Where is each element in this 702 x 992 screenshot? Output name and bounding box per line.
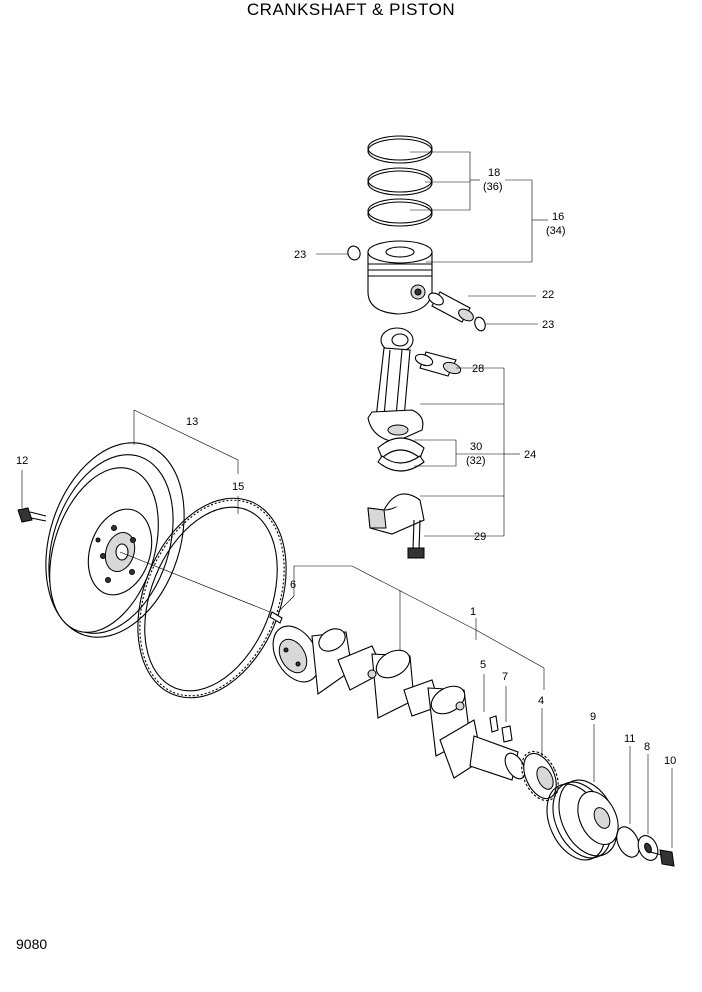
callout-13: 13 xyxy=(186,416,198,428)
crankshaft xyxy=(272,625,526,781)
callout-23-left: 23 xyxy=(294,249,306,261)
pulley-bolt xyxy=(649,849,675,867)
callout-6: 6 xyxy=(290,579,296,591)
rod-cap xyxy=(367,493,425,535)
crank-pulley xyxy=(546,779,619,861)
diagram-title: CRANKSHAFT & PISTON xyxy=(246,0,456,19)
circlip-left xyxy=(347,245,361,261)
callout-24: 24 xyxy=(524,449,536,461)
callout-8: 8 xyxy=(644,741,650,753)
callout-18: 18 xyxy=(488,167,500,179)
callout-9: 9 xyxy=(590,711,596,723)
leader-lines xyxy=(21,151,673,848)
callout-7: 7 xyxy=(502,671,508,683)
circlip-right xyxy=(474,316,486,332)
crank-key xyxy=(489,715,499,733)
ring-gear xyxy=(137,497,287,699)
bearing-shells xyxy=(377,437,425,472)
callout-18-alt: (36) xyxy=(483,181,503,193)
flywheel-bolt xyxy=(17,507,47,523)
callout-23-right: 23 xyxy=(542,319,554,331)
callout-15: 15 xyxy=(232,481,244,493)
callout-29: 29 xyxy=(474,531,486,543)
callout-12: 12 xyxy=(16,455,28,467)
callout-5: 5 xyxy=(480,659,486,671)
piston-pin xyxy=(428,291,474,323)
crank-key-2 xyxy=(501,725,513,743)
callout-4: 4 xyxy=(538,695,544,707)
callout-28: 28 xyxy=(472,363,484,375)
callout-11: 11 xyxy=(624,733,635,745)
callout-16: 16 xyxy=(552,211,564,223)
piston xyxy=(367,240,433,315)
callout-30-alt: (32) xyxy=(466,455,486,467)
callout-22: 22 xyxy=(542,289,554,301)
o-ring xyxy=(616,826,640,858)
connecting-rod xyxy=(367,327,424,443)
callout-1: 1 xyxy=(470,606,476,618)
callout-10: 10 xyxy=(664,755,676,767)
dowel-pin xyxy=(269,611,283,624)
callout-16-alt: (34) xyxy=(546,225,566,237)
flywheel xyxy=(45,442,185,638)
piston-rings xyxy=(367,135,433,227)
rod-bolt xyxy=(407,519,425,559)
washer xyxy=(637,835,659,861)
callout-30: 30 xyxy=(470,441,482,453)
callout-labels: 18 (36) 16 (34) 23 22 23 28 30 (32) 24 2… xyxy=(16,167,676,767)
crank-gear xyxy=(521,750,559,802)
page-number: 9080 xyxy=(16,936,48,952)
small-end-bush xyxy=(414,351,462,377)
